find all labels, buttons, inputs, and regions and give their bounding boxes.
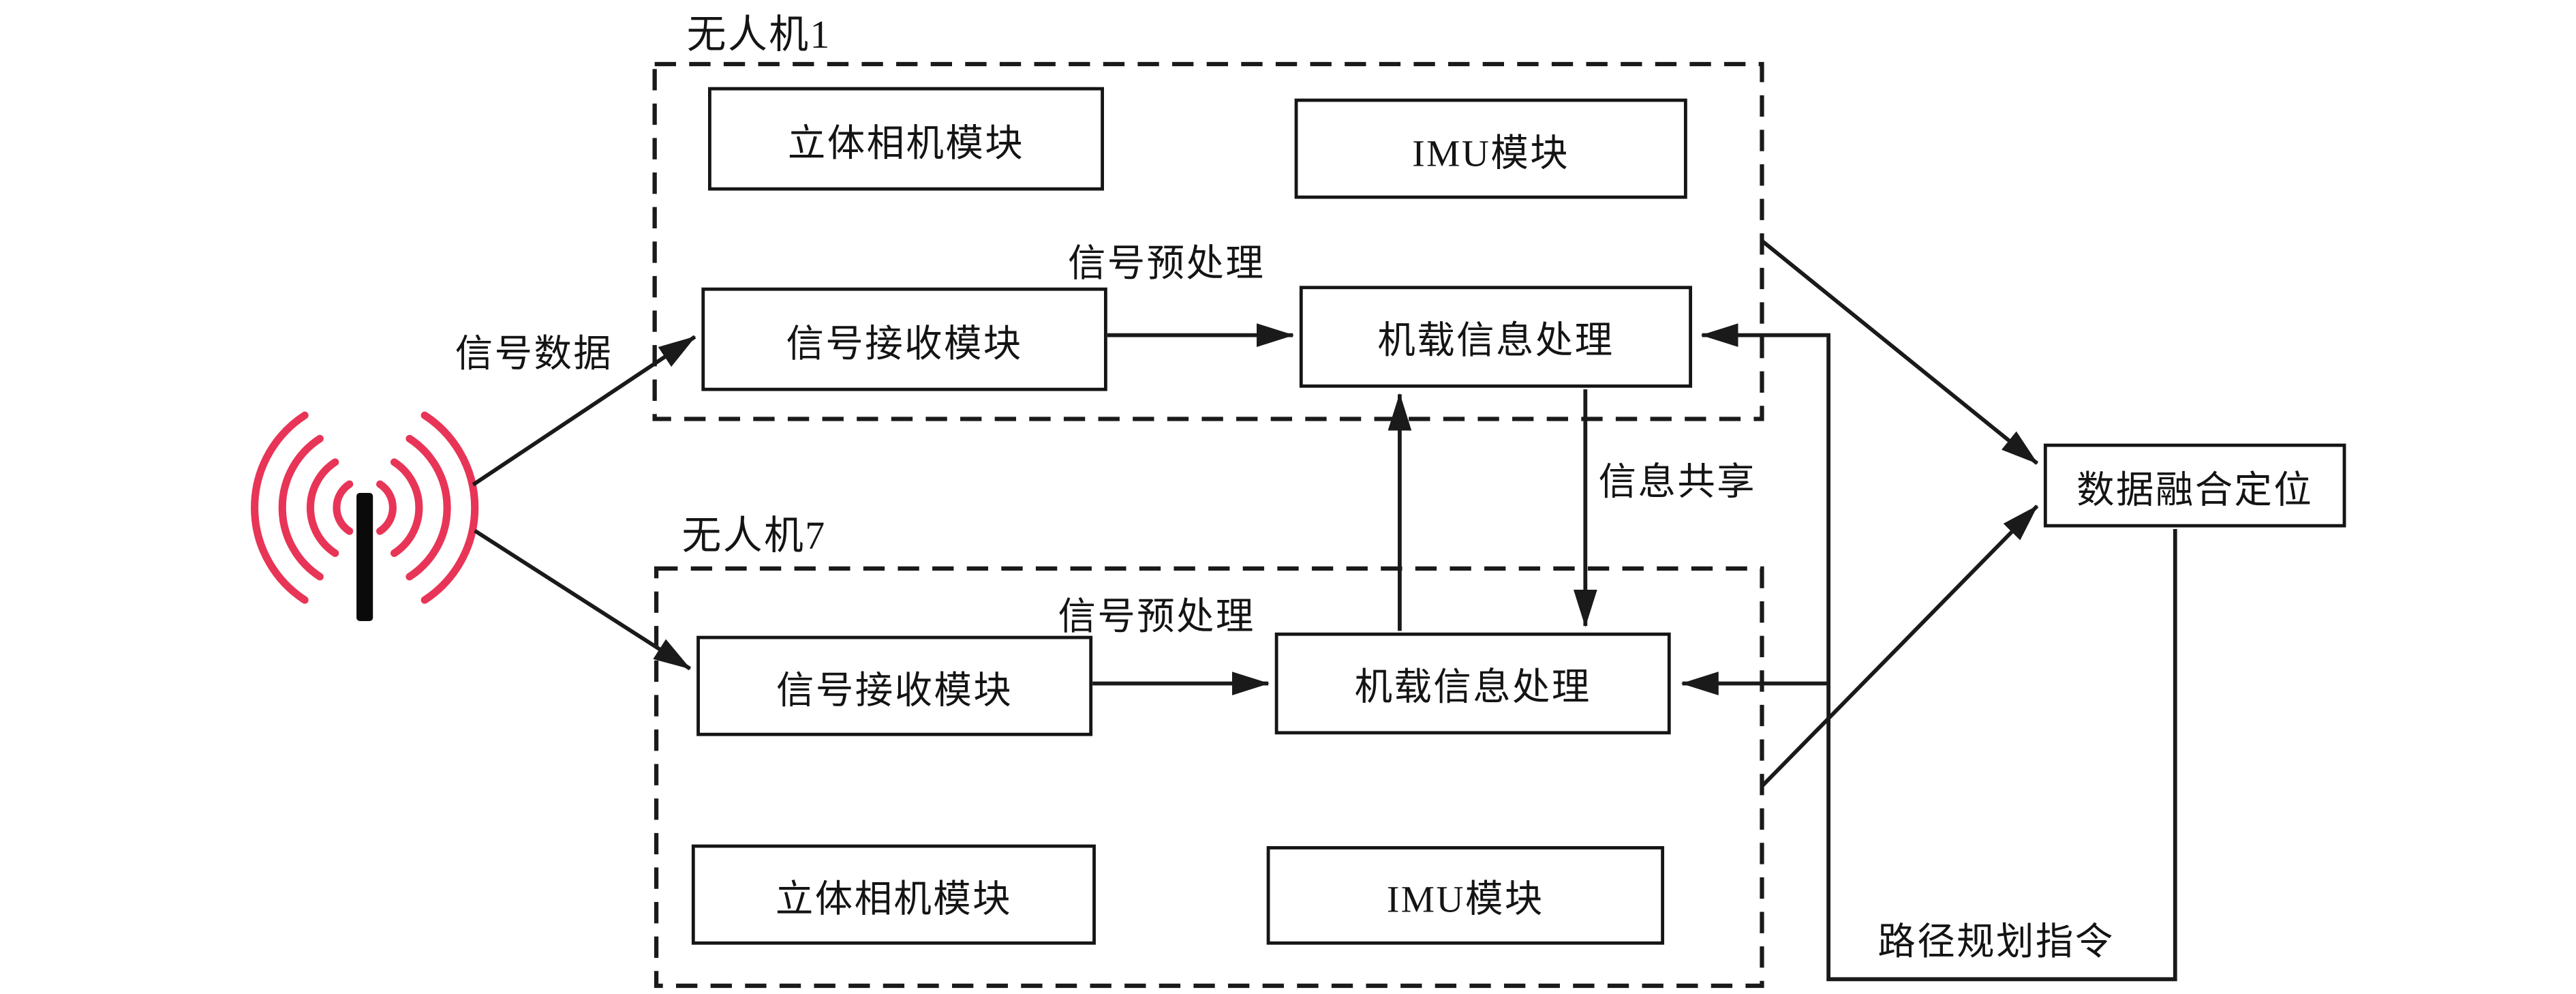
antenna-pole bbox=[356, 492, 373, 621]
arrow-fusion-pathplan-to-processor1 bbox=[1700, 323, 2177, 982]
antenna-wave-arc bbox=[420, 411, 479, 604]
arrow-antenna-to-drone7-receiver bbox=[474, 528, 692, 671]
drone1-imu-module-box: IMU模块 bbox=[1294, 98, 1687, 199]
antenna-icon bbox=[251, 411, 479, 621]
drone1-signal-receiver-module-box: 信号接收模块 bbox=[701, 287, 1107, 391]
drone1-boundary bbox=[652, 61, 1764, 421]
drone7-onboard-processor-box: 机载信息处理 bbox=[1274, 632, 1671, 735]
data-fusion-positioning-box: 数据融合定位 bbox=[2043, 443, 2346, 528]
path-planning-command-label: 路径规划指令 bbox=[1877, 921, 2115, 963]
antenna-wave-arc bbox=[278, 434, 324, 581]
drone7-signal-preprocess-label: 信号预处理 bbox=[1058, 596, 1255, 638]
arrow-drone1-to-fusion bbox=[1761, 240, 2039, 465]
drone1-signal-preprocess-label: 信号预处理 bbox=[1067, 243, 1266, 284]
drone1-stereo-camera-module-box: 立体相机模块 bbox=[708, 87, 1104, 191]
drone7-title: 无人机7 bbox=[681, 515, 827, 559]
antenna-wave-arc bbox=[390, 458, 423, 557]
drone1-title: 无人机1 bbox=[686, 14, 831, 58]
antenna-wave-arc bbox=[306, 458, 339, 557]
antenna-wave-arc bbox=[251, 411, 309, 604]
drone7-signal-receiver-module-box: 信号接收模块 bbox=[696, 635, 1093, 736]
drone1-onboard-processor-box: 机载信息处理 bbox=[1299, 286, 1693, 388]
arrow-antenna-to-drone1-receiver bbox=[472, 335, 696, 487]
antenna-wave-arc bbox=[333, 480, 354, 535]
signal-data-label: 信号数据 bbox=[455, 333, 613, 375]
info-share-label: 信息共享 bbox=[1598, 462, 1757, 503]
antenna-wave-arc bbox=[405, 434, 451, 581]
drone7-stereo-camera-module-box: 立体相机模块 bbox=[691, 844, 1096, 945]
antenna-wave-arc bbox=[376, 480, 397, 535]
drone7-imu-module-box: IMU模块 bbox=[1266, 846, 1665, 945]
drone7-boundary bbox=[654, 566, 1764, 989]
arrow-drone7-to-fusion bbox=[1761, 504, 2039, 787]
